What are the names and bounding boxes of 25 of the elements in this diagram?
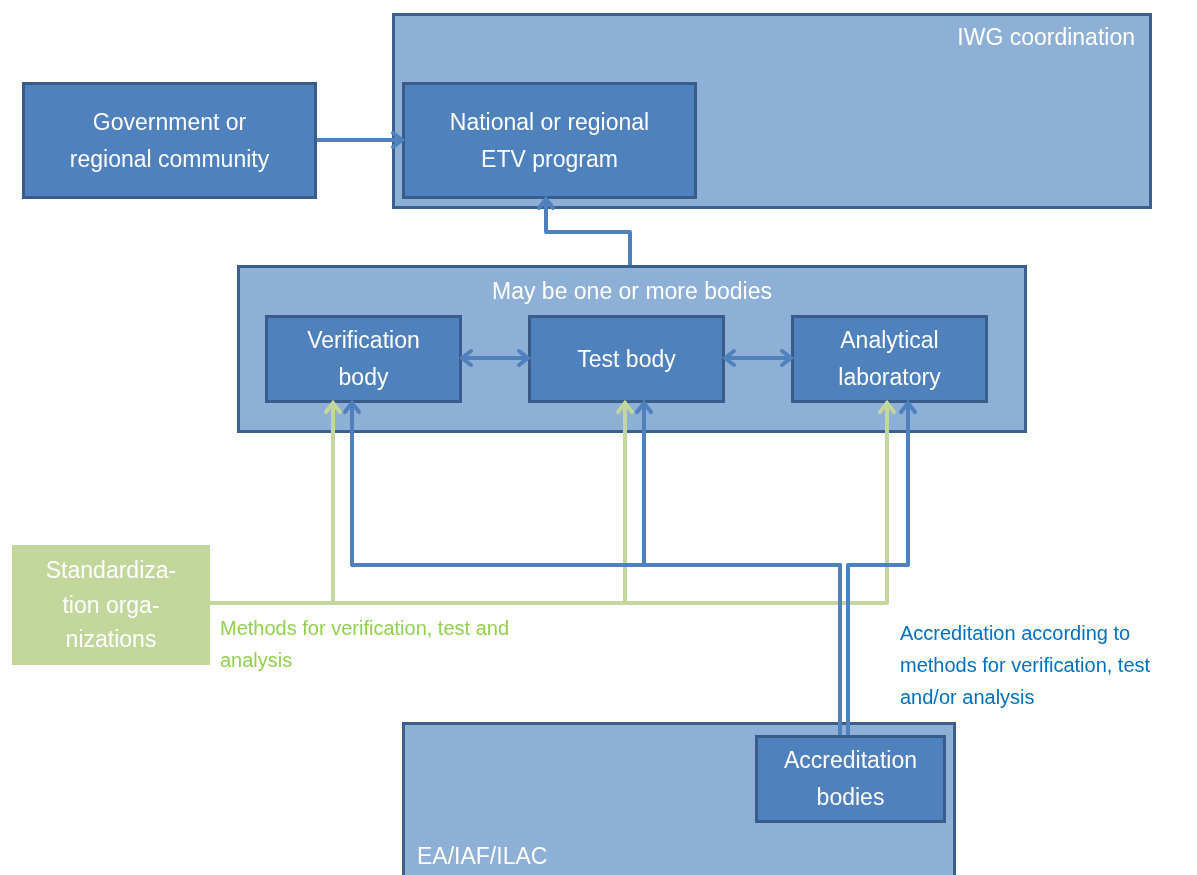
arrow (460, 349, 530, 367)
arrow (537, 197, 632, 265)
arrow (723, 349, 793, 367)
process-box (791, 315, 988, 403)
group-title: May be one or more bodies (491, 278, 773, 305)
group-title: IWG coordination (957, 24, 1135, 51)
process-box (755, 735, 946, 823)
process-box (265, 315, 462, 403)
arrow (846, 401, 917, 735)
group-title: EA/IAF/ILAC (417, 843, 548, 870)
organization-box (12, 545, 210, 665)
box-label: Accreditation bodies (783, 746, 918, 812)
group-box (392, 13, 1152, 209)
process-box (22, 82, 317, 199)
group-box (237, 265, 1027, 433)
box-label: National or regional ETV program (448, 107, 651, 174)
box-label: Verification body (306, 326, 421, 392)
process-box (528, 315, 725, 403)
box-label: Government or regional community (68, 107, 271, 174)
box-label: Test body (577, 344, 676, 374)
arrow (317, 131, 404, 149)
box-label: Analytical laboratory (837, 326, 942, 392)
process-box (402, 82, 697, 199)
group-box (402, 722, 956, 875)
box-label: Standardiza-tion orga-nizations (44, 556, 178, 655)
